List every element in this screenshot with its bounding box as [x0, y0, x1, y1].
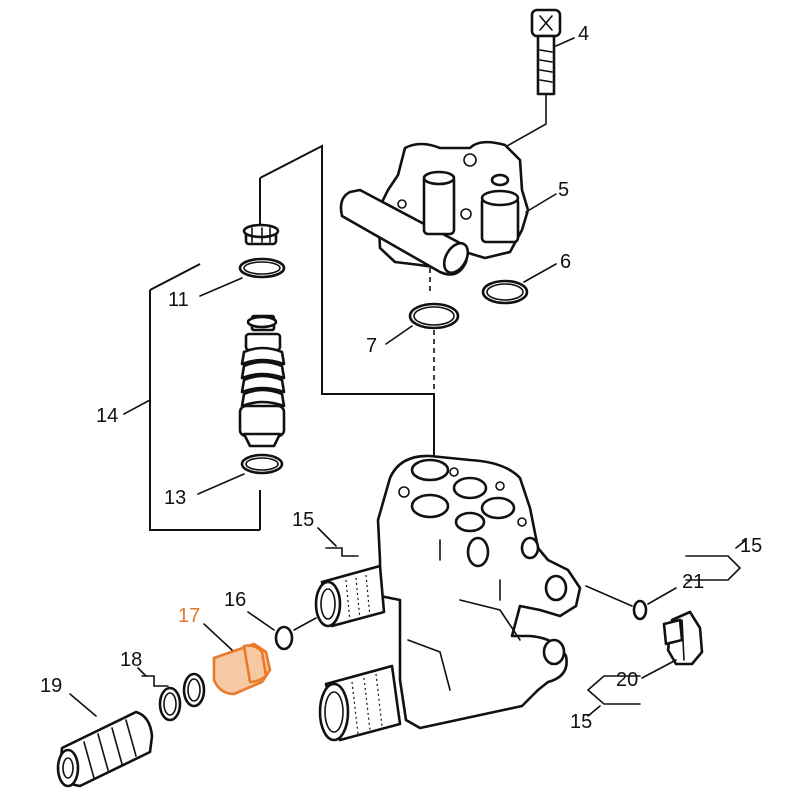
label-part-19: 19: [40, 675, 62, 697]
part-14-valve-assembly-frame: [149, 144, 435, 531]
part-19-coupler[interactable]: [56, 710, 154, 788]
part-17-fitting-highlighted[interactable]: [212, 642, 272, 696]
label-part-11: 11: [168, 289, 189, 311]
label-part-5: 5: [558, 179, 569, 201]
part-14-valve-spring[interactable]: [238, 314, 286, 448]
label-part-15-top: 15: [292, 509, 314, 531]
label-part-7: 7: [366, 335, 377, 357]
label-part-21: 21: [682, 571, 704, 593]
part-16-o-ring[interactable]: [274, 625, 294, 651]
part-7-o-ring[interactable]: [408, 302, 460, 330]
label-part-6: 6: [560, 251, 571, 273]
label-part-17: 17: [178, 605, 200, 627]
pump-upper-threaded-port[interactable]: [314, 564, 386, 628]
part-21-o-ring[interactable]: [632, 599, 648, 621]
label-part-20: 20: [616, 669, 638, 691]
part-20-plug-bolt[interactable]: [662, 610, 704, 666]
pump-lower-threaded-port[interactable]: [318, 664, 402, 742]
label-part-18: 18: [120, 649, 142, 671]
part-5-manifold-head[interactable]: [339, 140, 530, 277]
label-part-14: 14: [96, 405, 118, 427]
part-4-bolt[interactable]: [530, 8, 562, 96]
label-part-15-bottom: 15: [570, 711, 592, 733]
part-14-valve-cage[interactable]: [242, 223, 280, 246]
label-part-13: 13: [164, 487, 186, 509]
label-part-15-right: 15: [740, 535, 762, 557]
label-part-16: 16: [224, 589, 246, 611]
pump-body[interactable]: [376, 454, 582, 730]
label-part-4: 4: [578, 23, 589, 45]
